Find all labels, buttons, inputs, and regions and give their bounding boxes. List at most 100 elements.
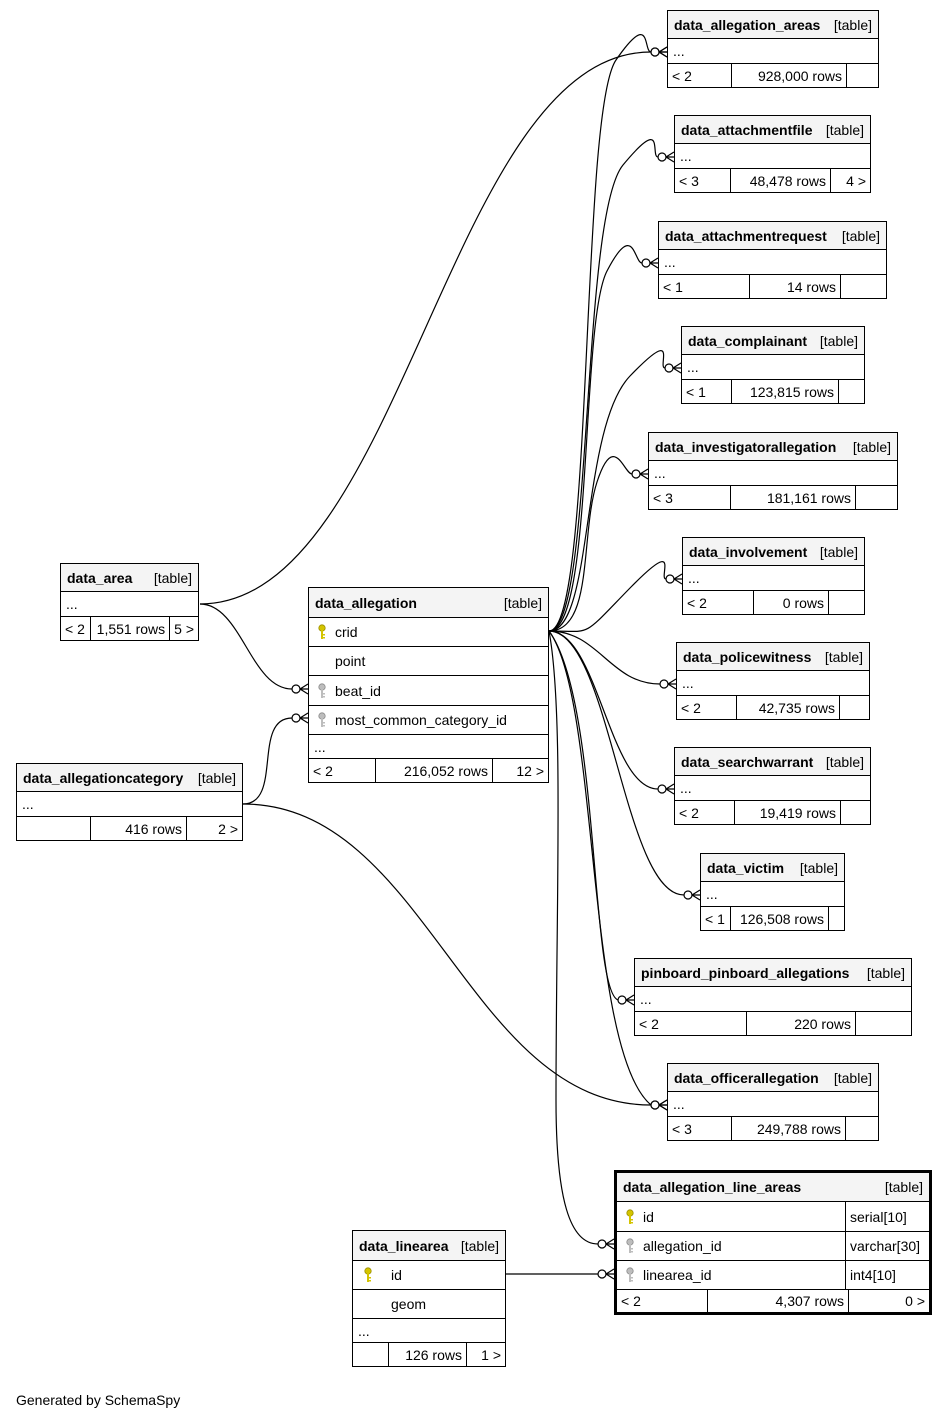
column-row[interactable]: geom bbox=[353, 1290, 505, 1319]
ellipsis-row: ... bbox=[358, 1322, 370, 1339]
table-pinboard-pinboard-allegations[interactable]: pinboard_pinboard_allegations[table] ...… bbox=[634, 958, 912, 1036]
row-count: 416 rows bbox=[90, 817, 186, 840]
primary-key-icon bbox=[617, 1208, 643, 1225]
table-type: [table] bbox=[460, 1237, 499, 1254]
table-type: [table] bbox=[825, 753, 864, 770]
relationship-line bbox=[548, 350, 666, 632]
column-row[interactable]: allegation_id varchar[30] bbox=[617, 1232, 929, 1261]
column-type: varchar[30] bbox=[845, 1232, 929, 1260]
ellipsis-row: ... bbox=[66, 596, 78, 612]
many-optional-marker bbox=[617, 994, 635, 1006]
parents-count: < 1 bbox=[663, 278, 683, 295]
table-data-allegation-line-areas[interactable]: data_allegation_line_areas[table] id ser… bbox=[614, 1170, 932, 1315]
row-count: 249,788 rows bbox=[731, 1117, 845, 1140]
relationship-line bbox=[548, 34, 652, 632]
table-data-allegationcategory[interactable]: data_allegationcategory[table] ... 416 r… bbox=[16, 763, 243, 841]
parents-count: < 2 bbox=[679, 804, 699, 821]
ellipsis-row: ... bbox=[673, 1096, 685, 1112]
children-count: 5 > bbox=[169, 617, 198, 640]
row-count: 48,478 rows bbox=[730, 169, 830, 192]
many-optional-marker bbox=[291, 712, 309, 724]
foreign-key-icon bbox=[617, 1238, 643, 1254]
column-row[interactable]: most_common_category_id bbox=[309, 706, 548, 735]
row-count: 19,419 rows bbox=[734, 801, 840, 824]
column-name: id bbox=[391, 1267, 402, 1283]
table-data-investigatorallegation[interactable]: data_investigatorallegation[table] ... <… bbox=[648, 432, 898, 510]
row-count: 126 rows bbox=[388, 1343, 466, 1366]
table-name: data_complainant bbox=[688, 332, 808, 349]
relationship-line bbox=[548, 630, 685, 896]
ellipsis-row: ... bbox=[314, 738, 326, 755]
table-name: pinboard_pinboard_allegations bbox=[641, 964, 850, 981]
row-count: 181,161 rows bbox=[730, 486, 855, 509]
column-row[interactable]: linearea_id int4[10] bbox=[617, 1261, 929, 1290]
table-type: [table] bbox=[824, 648, 863, 665]
column-row[interactable]: point bbox=[309, 647, 548, 676]
table-type: [table] bbox=[503, 594, 542, 611]
relationship-line bbox=[548, 630, 652, 1106]
ellipsis-row: ... bbox=[22, 796, 34, 812]
column-row[interactable]: crid bbox=[309, 618, 548, 647]
relationship-line bbox=[548, 630, 619, 1001]
relationship-line bbox=[548, 456, 633, 632]
table-name: data_allegation_line_areas bbox=[623, 1179, 802, 1195]
many-optional-marker bbox=[631, 468, 649, 480]
table-type: [table] bbox=[841, 227, 880, 244]
table-type: [table] bbox=[866, 964, 905, 981]
parents-count: < 3 bbox=[679, 172, 699, 189]
row-count: 42,735 rows bbox=[736, 696, 839, 719]
column-name: point bbox=[335, 653, 366, 669]
column-type: serial[10] bbox=[845, 1202, 929, 1231]
children-count bbox=[840, 801, 870, 824]
relationship-line bbox=[199, 603, 293, 690]
column-row[interactable]: id serial[10] bbox=[617, 1202, 929, 1232]
table-name: data_area bbox=[67, 569, 133, 586]
many-optional-marker bbox=[657, 151, 675, 163]
foreign-key-icon bbox=[309, 712, 335, 728]
row-count: 14 rows bbox=[749, 275, 840, 298]
column-type: int4[10] bbox=[845, 1261, 929, 1289]
table-data-linearea[interactable]: data_linearea[table] id geom ... 126 row… bbox=[352, 1230, 506, 1367]
children-count bbox=[845, 1117, 878, 1140]
ellipsis-row: ... bbox=[680, 780, 692, 796]
relationship-line bbox=[242, 717, 293, 805]
many-optional-marker bbox=[650, 1099, 668, 1111]
column-row[interactable]: id bbox=[353, 1261, 505, 1290]
children-count bbox=[828, 907, 844, 930]
many-optional-marker bbox=[641, 257, 659, 269]
table-name: data_allegation bbox=[315, 594, 417, 611]
ellipsis-row: ... bbox=[680, 148, 692, 164]
row-count: 4,307 rows bbox=[707, 1290, 848, 1312]
parents-count: < 2 bbox=[639, 1015, 659, 1032]
relationship-line bbox=[548, 630, 661, 685]
parents-count: < 2 bbox=[672, 67, 692, 84]
children-count bbox=[840, 275, 886, 298]
row-count: 126,508 rows bbox=[730, 907, 828, 930]
many-optional-marker bbox=[683, 889, 701, 901]
many-optional-marker bbox=[665, 573, 683, 585]
table-data-allegation[interactable]: data_allegation [table] crid point beat_i… bbox=[308, 587, 549, 783]
column-name: allegation_id bbox=[643, 1238, 722, 1254]
table-name: data_victim bbox=[707, 859, 785, 876]
row-count: 1,551 rows bbox=[89, 617, 170, 640]
table-type: [table] bbox=[197, 769, 236, 786]
column-name: most_common_category_id bbox=[335, 712, 507, 728]
parents-count: < 2 bbox=[313, 762, 333, 779]
column-row[interactable]: beat_id bbox=[309, 676, 548, 706]
primary-key-icon bbox=[309, 624, 335, 640]
foreign-key-icon bbox=[309, 682, 335, 699]
parents-count: < 2 bbox=[621, 1293, 641, 1309]
table-type: [table] bbox=[153, 569, 192, 586]
children-count: 4 > bbox=[830, 169, 870, 192]
parents-count: < 2 bbox=[65, 620, 85, 637]
